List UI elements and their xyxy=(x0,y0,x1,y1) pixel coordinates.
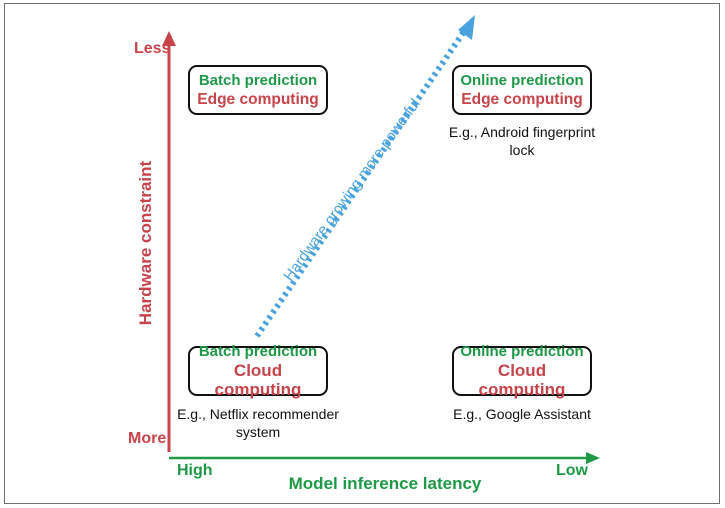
box-line-2: Cloud computing xyxy=(214,361,302,399)
quadrant-box-batch-edge: Batch prediction Edge computing xyxy=(188,65,328,115)
diagonal-dotted-line xyxy=(254,28,468,338)
example-line-1: E.g., Google Assistant xyxy=(453,406,591,422)
example-online-edge: E.g., Android fingerprint lock xyxy=(437,123,607,159)
y-axis-title: Hardware constraint xyxy=(136,160,155,326)
box-line-2: Edge computing xyxy=(461,90,583,108)
quadrant-box-online-cloud: Online prediction Cloud computing xyxy=(452,343,592,399)
box-line-1: Online prediction xyxy=(460,71,584,89)
box-line-2: Edge computing xyxy=(197,90,319,108)
box-line-1: Batch prediction xyxy=(198,343,318,360)
example-line-2: system xyxy=(235,424,281,440)
x-axis-title: Model inference latency xyxy=(288,474,482,493)
example-line-1: E.g., Netflix recommender xyxy=(177,406,339,422)
y-axis-top-label: Less xyxy=(134,40,171,57)
quadrant-box-batch-cloud: Batch prediction Cloud computing xyxy=(188,343,328,399)
box-line-2: Cloud computing xyxy=(478,361,566,399)
x-axis-arrowhead xyxy=(586,452,600,464)
x-axis-right-label: Low xyxy=(556,462,588,479)
x-axis-left-label: High xyxy=(177,462,213,479)
quadrant-box-online-edge: Online prediction Edge computing xyxy=(452,65,592,115)
y-axis-arrowhead xyxy=(162,31,176,46)
y-axis-bottom-label: More xyxy=(128,430,167,447)
example-online-cloud: E.g., Google Assistant xyxy=(432,405,612,423)
diagonal-arrowhead xyxy=(458,15,475,40)
figure-frame xyxy=(4,3,720,504)
example-batch-cloud: E.g., Netflix recommender system xyxy=(168,405,348,441)
example-line-1: E.g., Android fingerprint xyxy=(448,124,596,140)
box-line-1: Batch prediction xyxy=(198,71,318,89)
example-line-2: lock xyxy=(509,142,535,158)
box-line-1: Online prediction xyxy=(460,343,584,360)
